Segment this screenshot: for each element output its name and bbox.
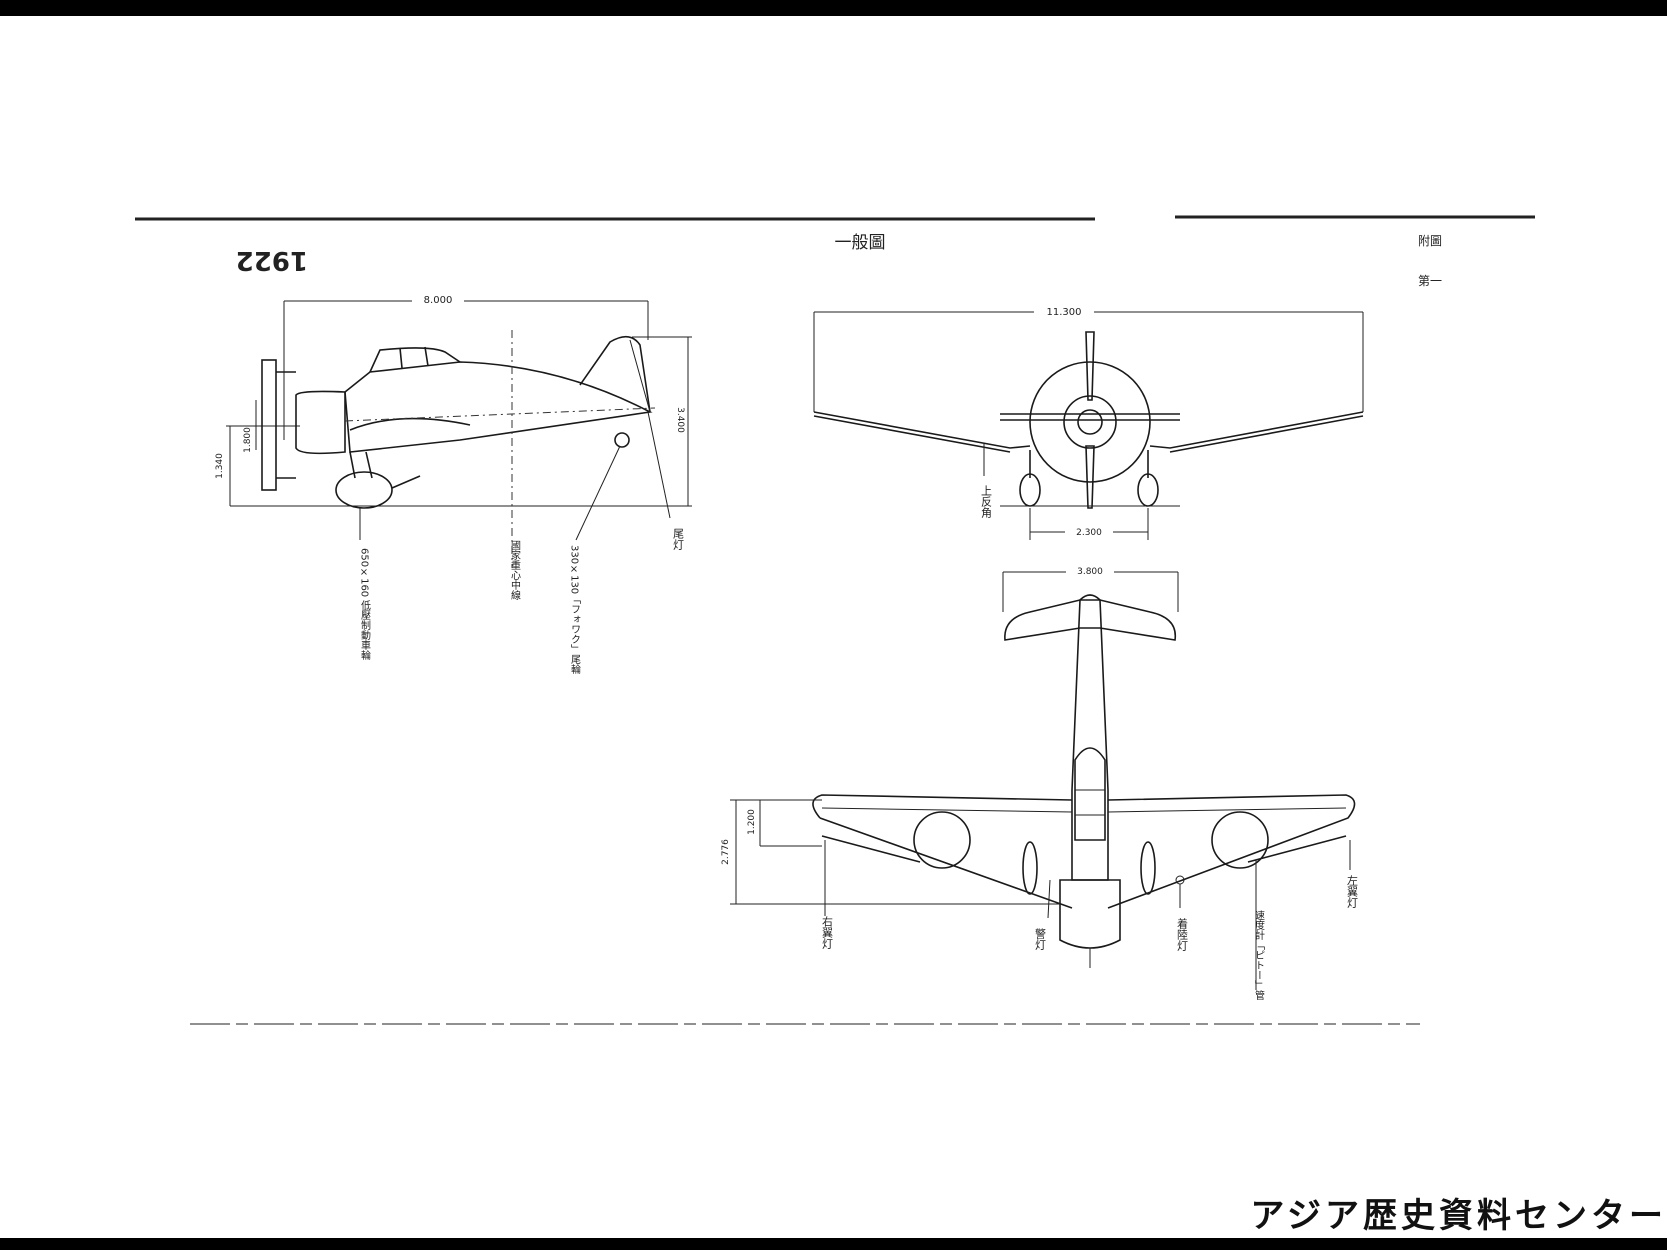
side-view: 8.000 3.400 1.340 1.800 [215,292,692,675]
dim-tail-span: 3.800 [1077,567,1103,577]
tailplane-plan [1004,599,1177,641]
dim-prop-axis: 1.340 [215,453,225,479]
left-wheel-front [1019,473,1041,507]
label-dihedral: 上反角 [980,485,993,519]
top-frame-bar [0,0,1667,16]
main-wheel [335,471,393,509]
nose-plan [1059,879,1121,949]
propeller-disc [1029,361,1151,483]
archive-footer: アジア歴史資料センター [1250,1196,1667,1236]
bottom-frame-bar [0,1238,1667,1250]
left-roundel [913,811,971,869]
dim-span: 11.300 [1047,307,1082,318]
label-right-wing-light: 右翼灯 [821,915,834,949]
dim-track: 2.300 [1076,528,1102,538]
label-nav-light: 警灯 [1034,927,1047,950]
left-wing-front [813,411,1031,449]
plan-view: 3.800 2.776 1.200 [721,564,1359,1001]
drawing-number: 1922 [236,245,308,275]
wing-plan [812,794,1356,909]
dim-length: 8.000 [424,295,453,306]
canopy-side [369,347,461,373]
label-tail-wheel: 330×130「フォワク」尾輪 [569,545,581,675]
dim-chord: 2.776 [721,839,731,865]
propeller [261,359,277,491]
label-landing-light: 着陸灯 [1176,917,1189,951]
vertical-fin [579,335,651,413]
drawing-title: 一般圖 [835,233,886,253]
label-left-wing-light: 左翼灯 [1346,875,1359,908]
dim-height: 3.400 [675,407,685,433]
dim-wheel-gap: 1.800 [243,427,253,453]
tail-wheel [614,432,630,448]
fin-front [1085,331,1095,401]
right-wheel-front [1137,473,1159,507]
right-roundel [1211,811,1269,869]
label-main-wheel: 650×160 低壓制動車輪 [359,548,371,661]
label-tail-light: 尾灯 [672,528,685,550]
label-pitot: 速度計「ピトー」管 [1253,910,1265,1001]
dim-aileron: 1.200 [747,809,757,835]
label-cg-line: 國家重心中線 [509,540,521,600]
side-note-2: 第一 [1418,274,1442,288]
engine-cowling [295,390,346,455]
side-note-1: 附圖 [1418,234,1442,248]
canopy-plan [1074,747,1106,841]
right-wing-front [1149,411,1364,449]
fuselage-side [344,361,653,453]
front-view: 11.300 2.300 上反角 [813,304,1364,540]
fuselage-plan [1071,594,1109,881]
